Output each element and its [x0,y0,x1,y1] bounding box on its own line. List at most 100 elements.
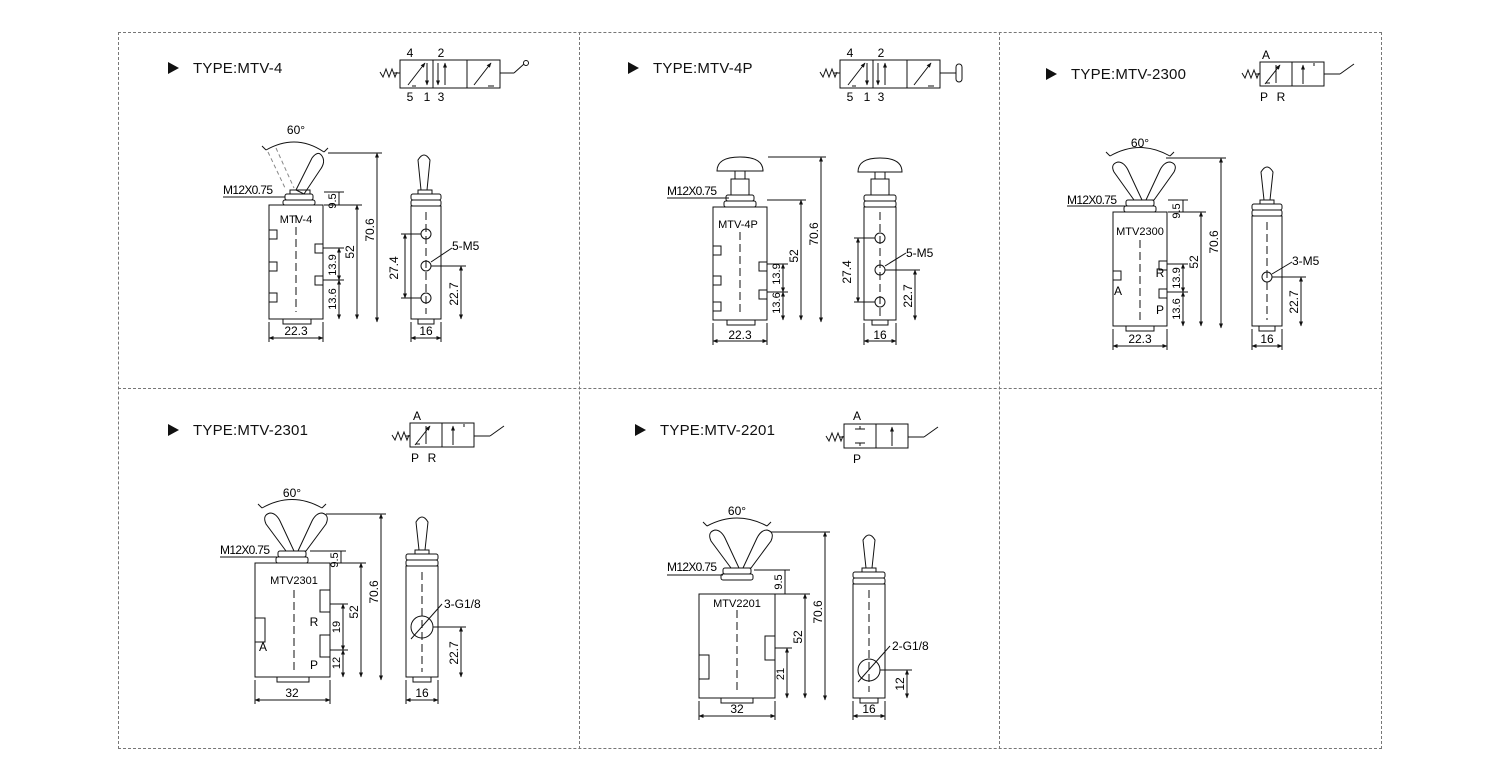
port-spec-label: 2-G1/8 [892,639,929,653]
port-label: R [1156,266,1165,280]
dim-label: 9.5 [1171,203,1183,218]
thread-label: M12X0.75 [667,560,717,574]
side-view-mtv-4 [401,154,466,342]
port-label: 1 [424,90,431,104]
title-mtv-2201: TYPE:MTV-2201 [635,422,775,439]
dim-label: 52 [343,245,357,259]
side-view-mtv-2300 [1251,166,1306,350]
port-label: A [1262,48,1270,62]
dim-label: 22.7 [1287,290,1301,314]
port-label: P [1260,90,1268,104]
dim-label: 22.7 [901,284,915,308]
port-label: P [853,452,861,466]
dim-label: 22.7 [447,641,461,665]
side-view-mtv-2301 [405,516,466,704]
dim-label: 32 [730,702,744,716]
dim-label: 13.6 [327,288,339,309]
triangle-bullet-icon [168,62,179,74]
title-mtv-2301: TYPE:MTV-2301 [168,422,308,439]
dim-label: 60° [283,486,301,500]
port-label: A [259,640,267,654]
body-label: MTV2201 [713,598,761,610]
title-mtv-2300: TYPE:MTV-2300 [1046,66,1186,83]
triangle-bullet-icon [168,424,179,436]
port-label: 4 [407,46,414,60]
dim-label: 13.9 [327,254,339,275]
dim-label: 52 [791,630,805,644]
dim-label: 22.3 [728,328,752,342]
divider [118,388,1382,389]
dim-label: 13.6 [771,292,783,313]
thread-label: M12X0.75 [220,543,270,557]
body-label: MTV-4P [718,219,758,231]
body-label: MTV2301 [270,575,318,587]
dim-label: 70.6 [1207,230,1221,254]
front-view-mtv-2201 [667,517,830,720]
title-mtv-4p: TYPE:MTV-4P [628,60,753,77]
port-label: 5 [847,90,854,104]
dim-label: 13.6 [1171,298,1183,319]
divider [579,32,580,749]
port-label: R [310,615,319,629]
port-label: A [413,409,421,423]
dim-label: 12 [331,657,343,669]
symbol-mtv-4 [379,59,529,89]
front-view-mtv-2301 [220,499,386,704]
dim-label: 60° [287,123,305,137]
body-label: MTV-4 [280,214,312,226]
dim-label: 27.4 [840,260,854,284]
dim-label: 19 [331,621,343,633]
triangle-bullet-icon [1046,68,1057,80]
port-label: A [1114,284,1122,298]
front-view-mtv-4 [223,141,382,342]
port-label: 3 [438,90,445,104]
divider [999,32,1000,749]
port-label: P [411,451,419,465]
dim-label: 70.6 [811,600,825,624]
dim-label: 16 [1260,332,1274,346]
port-label: 1 [864,90,871,104]
dim-label: 52 [1187,255,1201,269]
port-label: 2 [438,46,445,60]
thread-label: M12X0.75 [1067,193,1117,207]
dim-label: 16 [419,324,433,338]
dim-label: 21 [775,668,787,680]
port-label: 5 [407,90,414,104]
port-spec-label: 3-G1/8 [444,597,481,611]
side-view-mtv-4p [854,157,920,345]
port-spec-label: 3-M5 [1292,254,1320,268]
port-label: 4 [847,46,854,60]
front-view-mtv-2300 [1067,147,1226,350]
dim-label: 16 [415,686,429,700]
dim-label: 9.5 [329,552,341,567]
dim-label: 16 [873,328,887,342]
dim-label: 22.3 [284,324,308,338]
dim-label: 60° [1131,136,1149,150]
dim-label: 22.3 [1128,332,1152,346]
dim-label: 16 [862,702,876,716]
dim-label: 12 [893,677,907,691]
triangle-bullet-icon [635,424,646,436]
port-label: R [1277,90,1286,104]
dim-label: 52 [347,605,361,619]
port-label: R [428,451,437,465]
thread-label: M12X0.75 [223,183,273,197]
port-label: 3 [878,90,885,104]
port-label: A [853,409,861,423]
dim-label: 13.9 [771,263,783,284]
triangle-bullet-icon [628,62,639,74]
symbol-mtv-2300 [1241,61,1355,87]
dim-label: 70.6 [807,222,821,246]
dim-label: 60° [728,504,746,518]
dim-label: 27.4 [387,256,401,280]
symbol-mtv-4p [819,59,963,89]
dim-label: 9.5 [327,193,339,208]
thread-label: M12X0.75 [667,184,717,198]
port-spec-label: 5-M5 [906,246,934,260]
dim-label: 52 [787,249,801,263]
symbol-mtv-2201 [825,423,939,449]
title-mtv-4: TYPE:MTV-4 [168,60,283,77]
port-spec-label: 5-M5 [452,239,480,253]
front-view-mtv-4p [667,156,826,345]
